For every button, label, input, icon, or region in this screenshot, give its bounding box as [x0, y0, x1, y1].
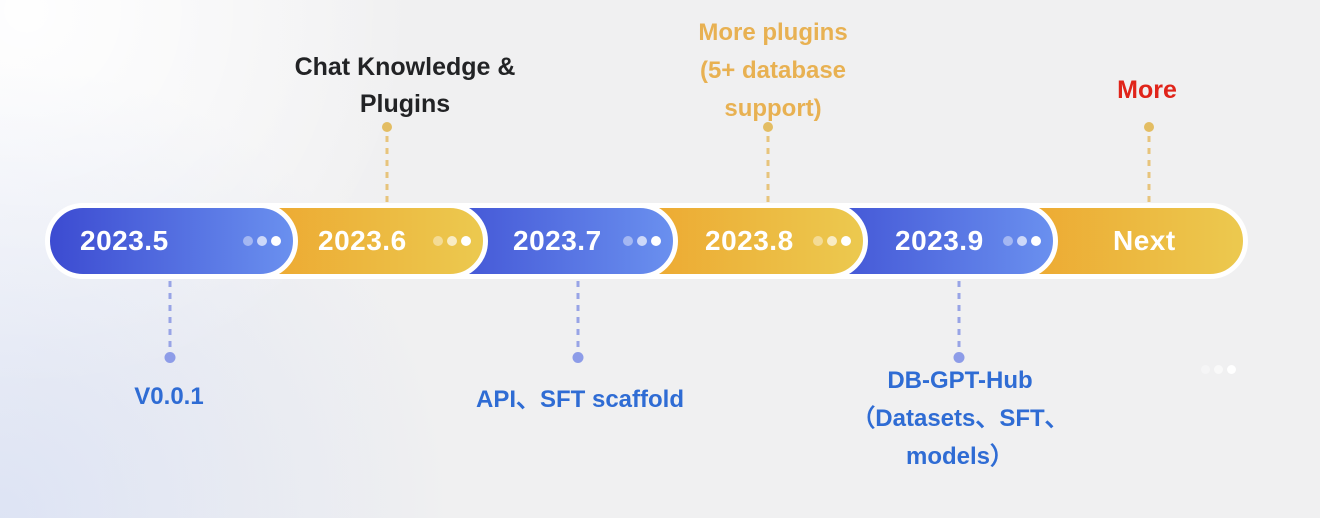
- segment-label: 2023.8: [705, 225, 794, 256]
- annotation-line: Plugins: [359, 90, 451, 118]
- dashed-line: [766, 136, 770, 203]
- faint-ellipsis-icon: [1201, 365, 1236, 374]
- annotation-line: API、SFT scaffold: [475, 386, 685, 413]
- segment-label: 2023.5: [80, 225, 169, 256]
- connector-dot-icon: [164, 352, 176, 363]
- connector-dot-icon: [1144, 122, 1154, 132]
- segment-label: Next: [1113, 225, 1176, 256]
- annotation-chat-knowledge-plugins: Chat Knowledge & Plugins: [255, 49, 555, 123]
- connector-down-2023-5: [164, 281, 176, 363]
- connector-down-2023-7: [572, 281, 584, 363]
- timeline-segment-2023-5: 2023.5: [45, 203, 298, 279]
- annotation-line: V0.0.1: [134, 383, 204, 410]
- annotation-v0-0-1: V0.0.1: [69, 384, 269, 410]
- annotation-line: support): [724, 95, 822, 122]
- ellipsis-icon: [1003, 236, 1041, 246]
- connector-down-2023-9: [953, 281, 965, 363]
- dashed-line: [168, 281, 172, 350]
- segment-label: 2023.6: [318, 225, 407, 256]
- annotation-more: More: [1047, 77, 1247, 103]
- annotation-more-plugins: More plugins (5+ database support): [643, 14, 903, 128]
- ellipsis-icon: [433, 236, 471, 246]
- ellipsis-icon: [813, 236, 851, 246]
- annotation-line: Chat Knowledge &: [294, 53, 516, 81]
- connector-dot-icon: [382, 122, 392, 132]
- ellipsis-icon: [623, 236, 661, 246]
- annotation-line: (5+ database: [699, 57, 847, 84]
- annotation-db-gpt-hub: DB-GPT-Hub （Datasets、SFT、 models）: [810, 362, 1110, 476]
- annotation-line: DB-GPT-Hub: [887, 367, 1033, 394]
- segment-label: 2023.7: [513, 225, 602, 256]
- connector-dot-icon: [763, 122, 773, 132]
- ellipsis-icon: [243, 236, 281, 246]
- annotation-line: （Datasets、SFT、: [851, 405, 1069, 432]
- annotation-api-sft-scaffold: API、SFT scaffold: [430, 387, 730, 413]
- dashed-line: [1147, 136, 1151, 203]
- connector-dot-icon: [953, 352, 965, 363]
- connector-dot-icon: [572, 352, 584, 363]
- annotation-line: More: [1117, 76, 1177, 104]
- dashed-line: [385, 136, 389, 203]
- dashed-line: [576, 281, 580, 350]
- annotation-line: models）: [905, 443, 1015, 470]
- dashed-line: [957, 281, 961, 350]
- connector-up-next: [1144, 122, 1154, 203]
- annotation-line: More plugins: [698, 19, 848, 46]
- segment-label: 2023.9: [895, 225, 984, 256]
- connector-up-2023-8: [763, 122, 773, 203]
- connector-up-2023-6: [382, 122, 392, 203]
